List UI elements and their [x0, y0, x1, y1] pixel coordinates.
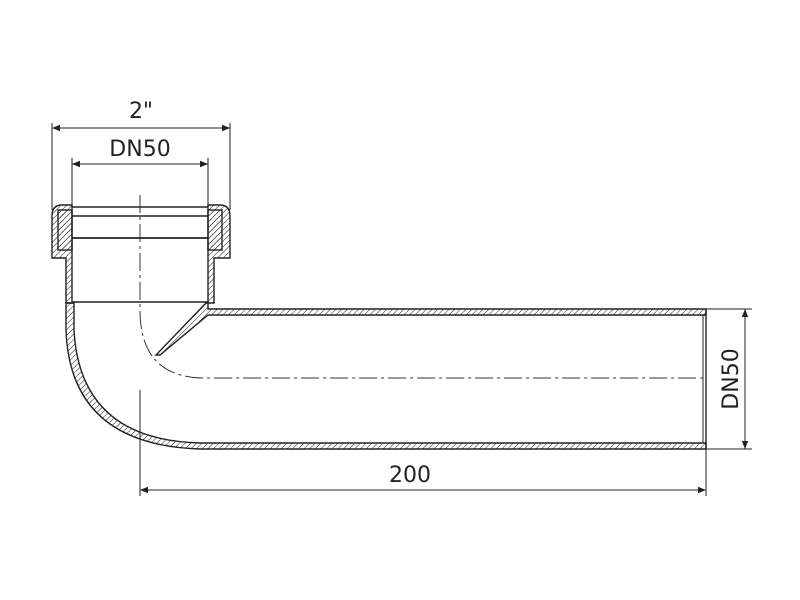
elbow-pipe-body — [65, 302, 707, 450]
elbow-outer-wall — [65, 302, 707, 450]
pipe-upper-wall — [154, 302, 707, 356]
outlet-nominal-label: DN50 — [719, 348, 744, 409]
centerline — [139, 195, 706, 379]
socket-right-ring — [207, 209, 223, 251]
threaded-socket — [51, 204, 231, 304]
thread-size-label: 2" — [129, 99, 153, 124]
inlet-nominal-label: DN50 — [109, 137, 170, 162]
socket-left-ring — [57, 209, 73, 251]
length-label: 200 — [389, 463, 431, 488]
dimensions — [51, 123, 752, 496]
